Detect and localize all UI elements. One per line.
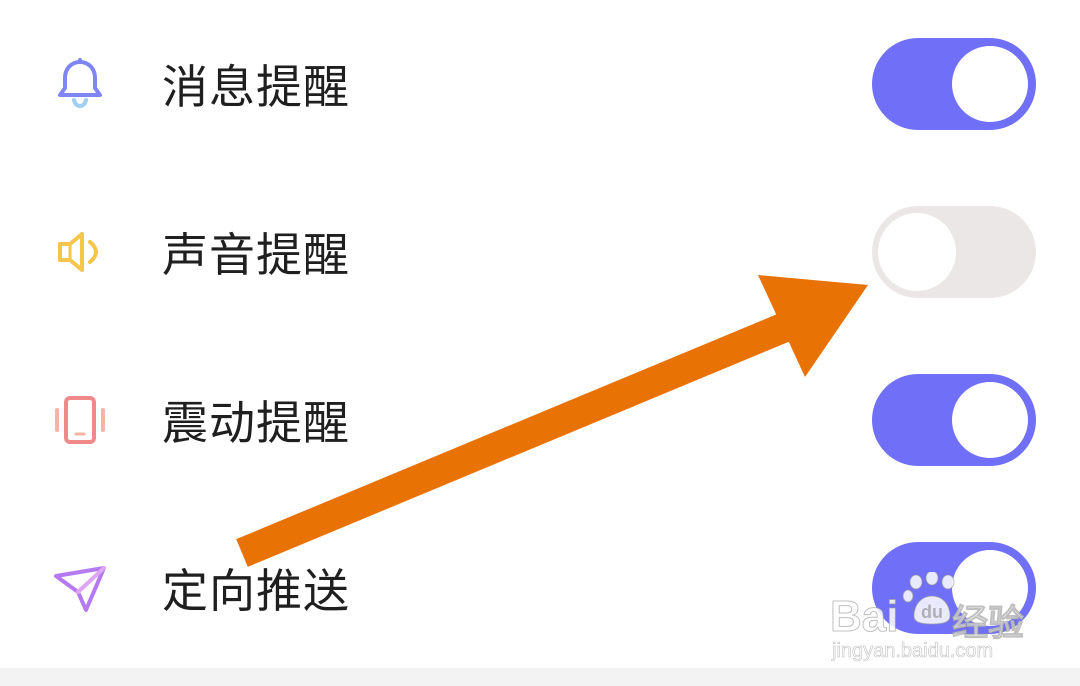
setting-row-targeted-push: 定向推送 <box>0 504 1080 672</box>
sound-reminder-toggle[interactable] <box>872 206 1036 298</box>
setting-label: 声音提醒 <box>162 228 350 282</box>
setting-row-message-reminder: 消息提醒 <box>0 0 1080 168</box>
setting-label: 震动提醒 <box>162 396 350 450</box>
setting-label: 消息提醒 <box>162 60 350 114</box>
setting-label: 定向推送 <box>162 564 350 618</box>
paper-plane-icon <box>48 556 112 620</box>
settings-list: 消息提醒 声音提醒 震动提醒 <box>0 0 1080 634</box>
speaker-icon <box>48 220 112 284</box>
toggle-knob <box>952 550 1028 626</box>
targeted-push-toggle[interactable] <box>872 542 1036 634</box>
vibrate-phone-icon <box>48 388 112 452</box>
message-reminder-toggle[interactable] <box>872 38 1036 130</box>
bell-icon <box>48 52 112 116</box>
toggle-knob <box>952 382 1028 458</box>
toggle-knob <box>952 46 1028 122</box>
setting-row-vibration-reminder: 震动提醒 <box>0 336 1080 504</box>
toggle-knob <box>878 213 956 291</box>
setting-row-sound-reminder: 声音提醒 <box>0 168 1080 336</box>
vibration-reminder-toggle[interactable] <box>872 374 1036 466</box>
bottom-bar <box>0 668 1080 686</box>
